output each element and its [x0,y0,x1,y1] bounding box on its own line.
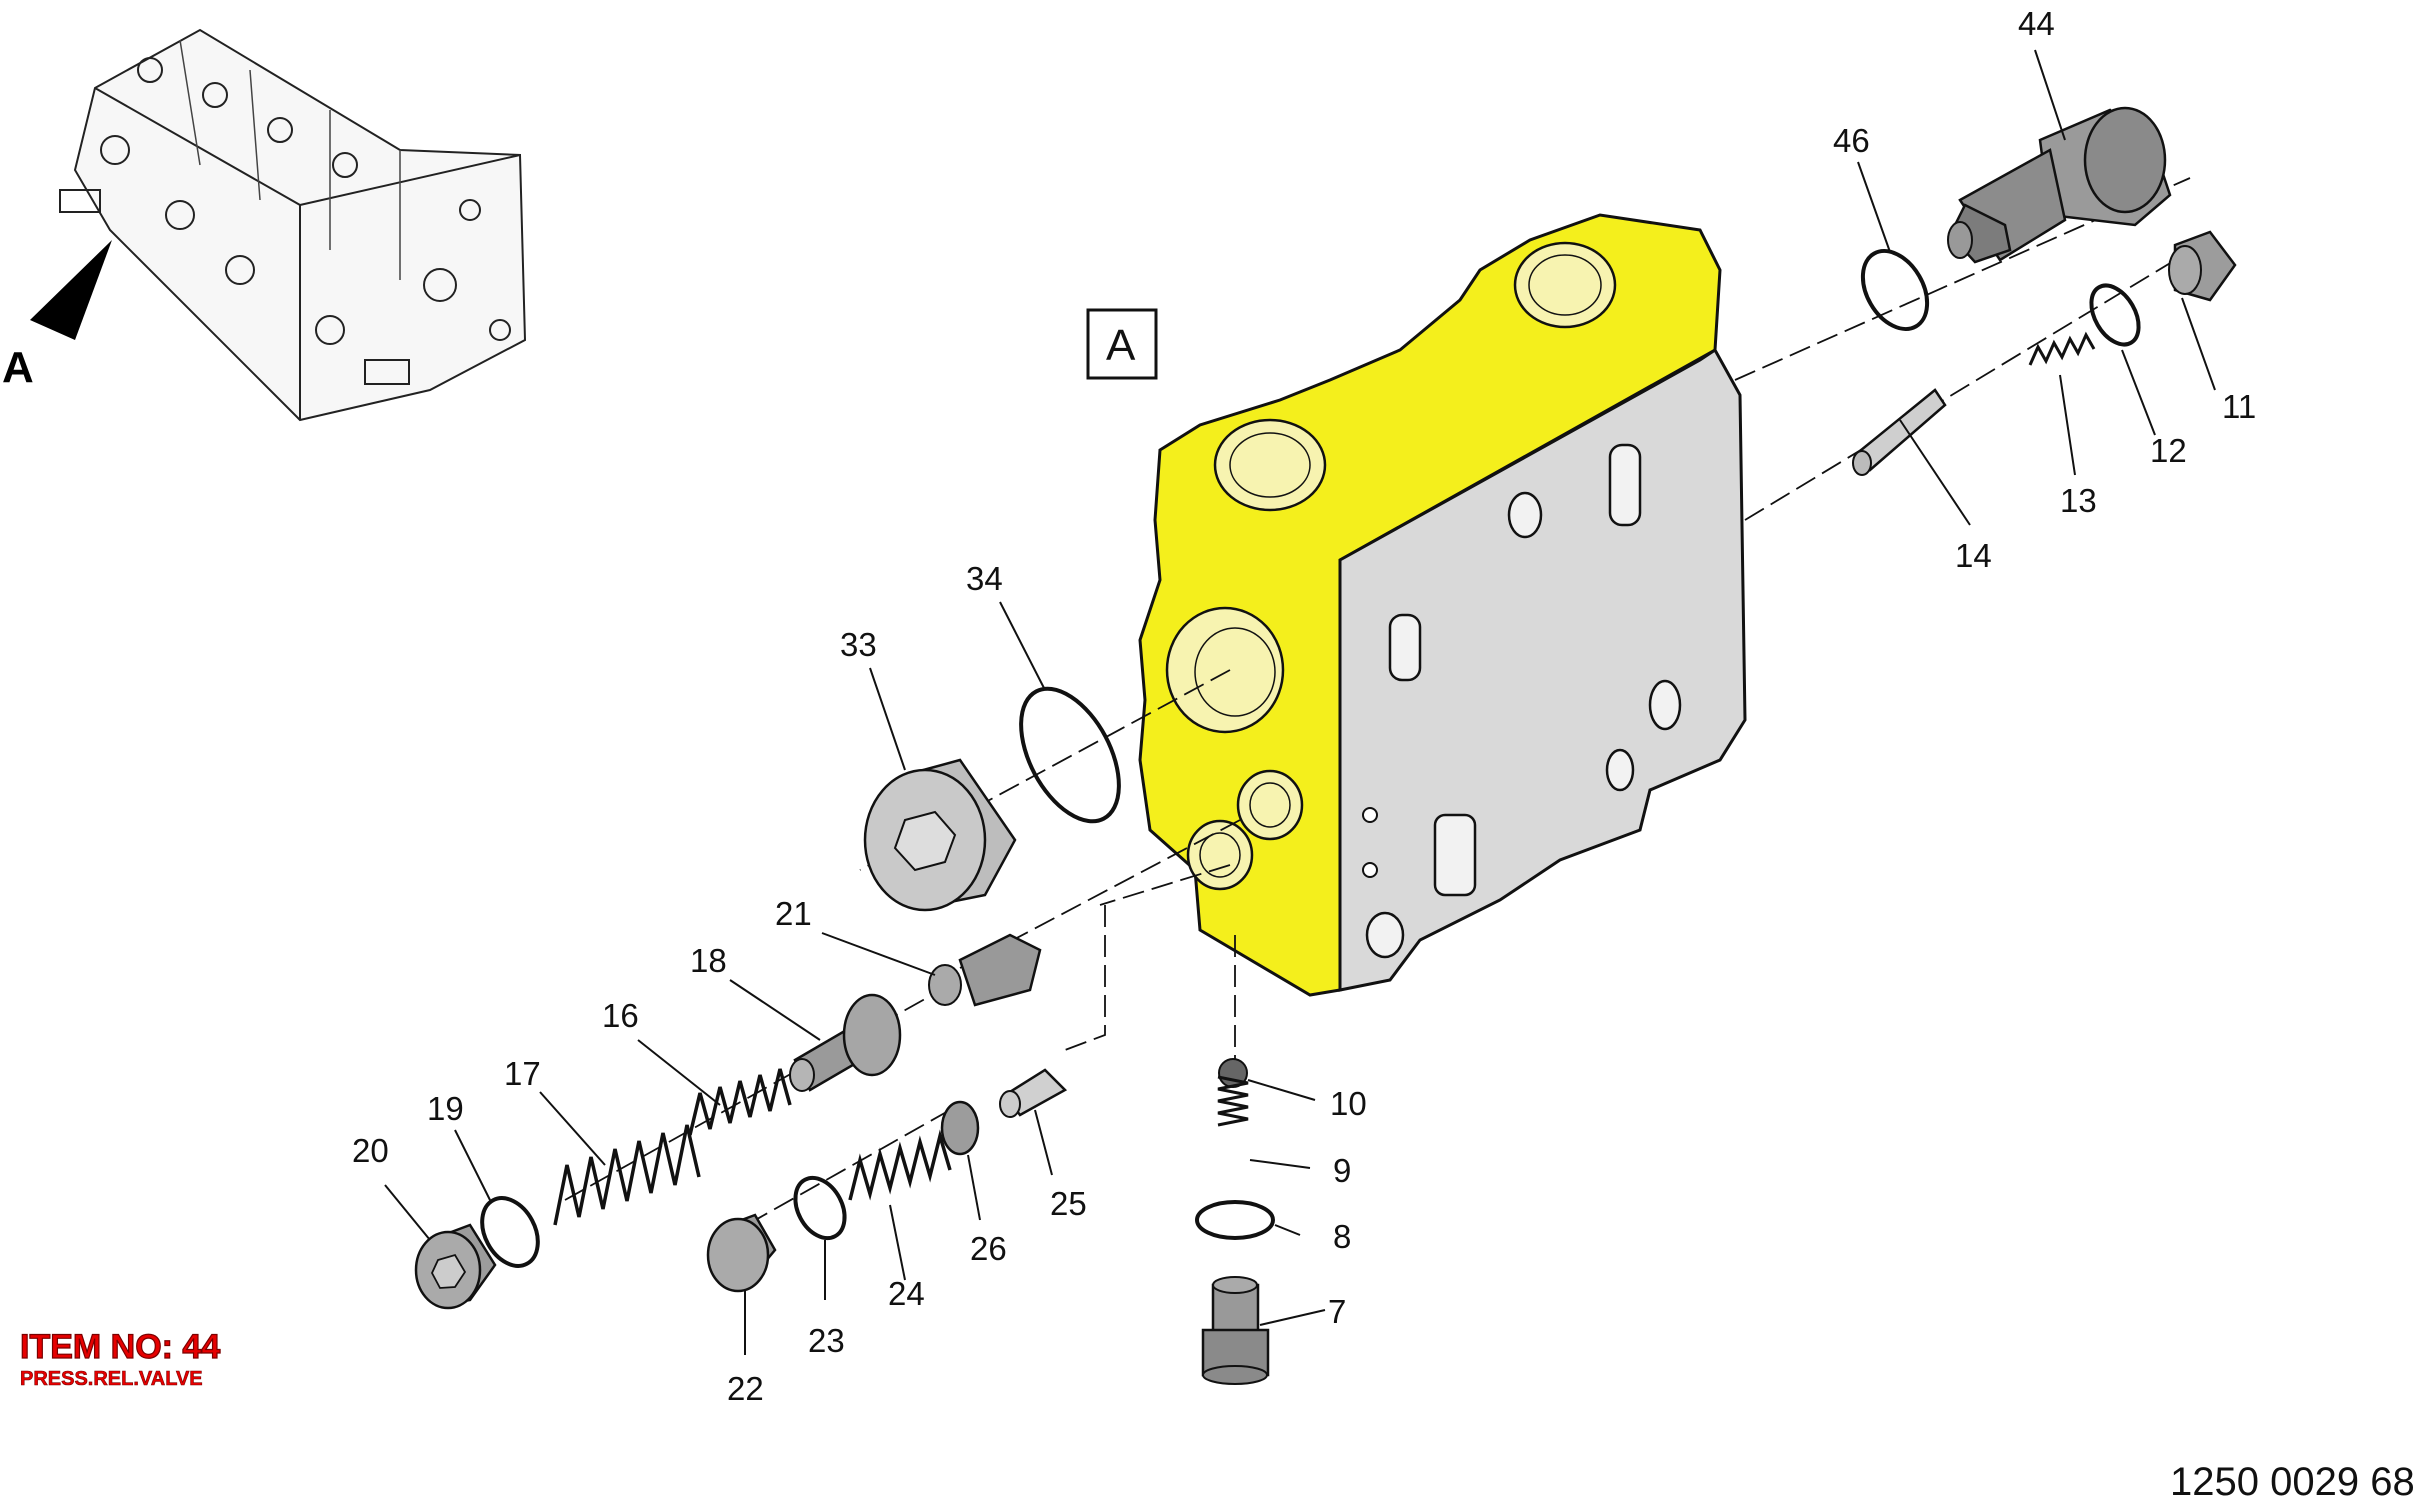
callout-numbers: 44 46 11 12 13 14 34 33 21 18 16 17 19 2… [352,5,2256,1407]
part-9-spring [1217,1075,1249,1127]
callout-21: 21 [775,895,812,932]
part-19-o-ring [480,1196,540,1268]
part-11-plug [2168,230,2237,302]
callout-9: 9 [1333,1152,1351,1189]
callout-26: 26 [970,1230,1007,1267]
callout-34: 34 [966,560,1003,597]
callout-46: 46 [1833,122,1870,159]
callout-44: 44 [2018,5,2055,42]
detail-pointer-arrow [30,240,112,340]
callout-17: 17 [504,1055,541,1092]
part-34-o-ring [1019,686,1121,824]
callout-leader-lines [384,49,2216,1355]
overview-valve-assembly-thumbnail [59,28,527,422]
part-25-plunger [999,1068,1068,1118]
view-label-box: A [1086,308,1158,380]
part-12-o-ring [2089,283,2141,347]
callout-8: 8 [1333,1218,1351,1255]
part-14-pin [1852,388,1947,476]
callout-24: 24 [888,1275,925,1312]
part-7-plug [1201,1276,1270,1385]
part-26-washer [940,1100,980,1156]
part-46-o-ring [1860,249,1930,331]
document-number: 1250 0029 68 [2170,1460,2415,1504]
callout-16: 16 [602,997,639,1034]
callout-22: 22 [727,1370,764,1407]
part-21-valve-spool [928,933,1042,1007]
callout-11: 11 [2222,388,2256,425]
part-16-spring [688,1068,792,1136]
part-8-o-ring [1195,1200,1275,1240]
callout-10: 10 [1330,1085,1367,1122]
callout-18: 18 [690,942,727,979]
part-17-spring [553,1124,701,1226]
part-33-plug [863,758,1017,912]
part-23-o-ring [793,1175,847,1241]
callout-12: 12 [2150,432,2187,469]
callout-33: 33 [840,626,877,663]
callout-25: 25 [1050,1185,1087,1222]
part-20-plug [414,1223,497,1310]
part-24-spring [848,1129,952,1201]
detail-letter: A [2,343,34,392]
item-description-label: PRESS.REL.VALVE [20,1368,203,1390]
view-label: A [1106,321,1136,370]
callout-23: 23 [808,1322,845,1359]
callout-14: 14 [1955,537,1992,574]
callout-19: 19 [427,1090,464,1127]
valve-section-body [1138,213,1747,997]
part-22-plug [706,1213,777,1293]
item-number-label: ITEM NO: 44 [20,1328,220,1366]
callout-13: 13 [2060,482,2097,519]
part-13-spring [2028,331,2096,366]
part-18-piston [789,993,902,1092]
part-44-relief-valve-cartridge [1947,106,2172,264]
callout-20: 20 [352,1132,389,1169]
callout-7: 7 [1328,1293,1346,1330]
